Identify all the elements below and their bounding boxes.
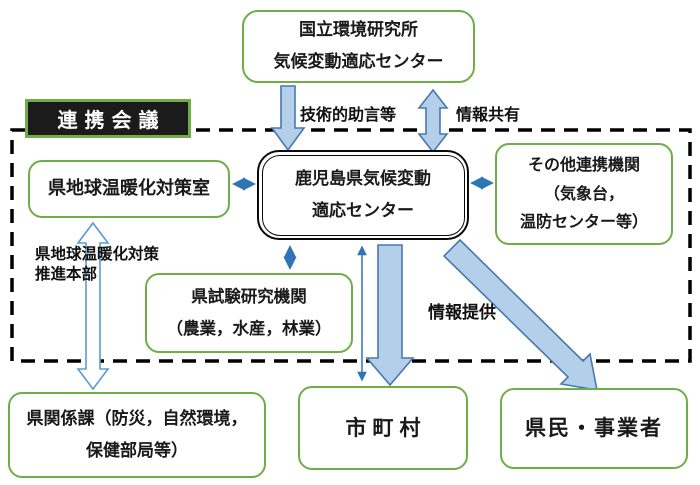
node-related-divisions: 県関係課（防災，自然環境， 保健部局等）	[8, 392, 266, 478]
node-municipalities: 市町村	[298, 386, 468, 470]
edge-center-municipalities-block-arrow	[365, 244, 415, 387]
node-kagoshima-center-line2: 適応センター	[312, 201, 414, 221]
edge-label-info-provision: 情報提供	[428, 303, 496, 323]
edge-label-info-sharing: 情報共有	[456, 105, 521, 124]
node-municipalities-label: 市町村	[345, 415, 427, 440]
node-other-partners-line1: その他連携機関	[527, 154, 640, 174]
conference-label: 連携会議	[57, 108, 166, 132]
node-kagoshima-center: 鹿児島県気候変動 適応センター	[257, 150, 469, 240]
node-related-divisions-line2: 保健部局等）	[86, 441, 188, 461]
node-national-institute: 国立環境研究所 気候変動適応センター	[242, 10, 475, 83]
node-research-orgs-line1: 県試験研究機関	[191, 286, 307, 306]
edge-label-promotion-hq: 県地球温暖化対策 推進本部	[35, 244, 159, 284]
edge-technical-advice-arrow	[270, 85, 306, 152]
conference-label-box: 連携会議	[25, 99, 191, 138]
node-national-institute-line2: 気候変動適応センター	[273, 51, 444, 72]
edge-label-technical-advice: 技術的助言等	[300, 105, 397, 124]
node-kagoshima-center-line1: 鹿児島県気候変動	[295, 168, 431, 189]
node-taisaku-office-label: 県地球温暖化対策室	[48, 178, 210, 200]
node-related-divisions-line1: 県関係課（防災，自然環境，	[26, 408, 248, 429]
edge-info-sharing-arrow	[417, 88, 449, 154]
node-citizens-label: 県民・事業者	[525, 416, 663, 441]
edge-label-promotion-hq-line1: 県地球温暖化対策	[35, 245, 160, 263]
node-other-partners: その他連携機関 （気象台， 温防センター等）	[495, 143, 673, 245]
node-taisaku-office: 県地球温暖化対策室	[28, 160, 230, 218]
edge-label-promotion-hq-line2: 推進本部	[35, 265, 98, 283]
edge-info-provision-arrow	[442, 238, 599, 391]
conference-dashed-boundary	[10, 128, 692, 363]
node-citizens: 県民・事業者	[500, 388, 688, 469]
node-kagoshima-center-inner: 鹿児島県気候変動 適応センター	[261, 154, 465, 236]
node-research-orgs-line2: （農業，水産，林業）	[166, 319, 332, 338]
node-research-orgs: 県試験研究機関 （農業，水産，林業）	[145, 273, 353, 353]
edge-promotion-hq-arrow	[76, 221, 110, 391]
node-other-partners-line2: （気象台，	[543, 183, 624, 203]
node-other-partners-line3: 温防センター等）	[519, 212, 648, 232]
node-national-institute-line1: 国立環境研究所	[299, 20, 418, 41]
